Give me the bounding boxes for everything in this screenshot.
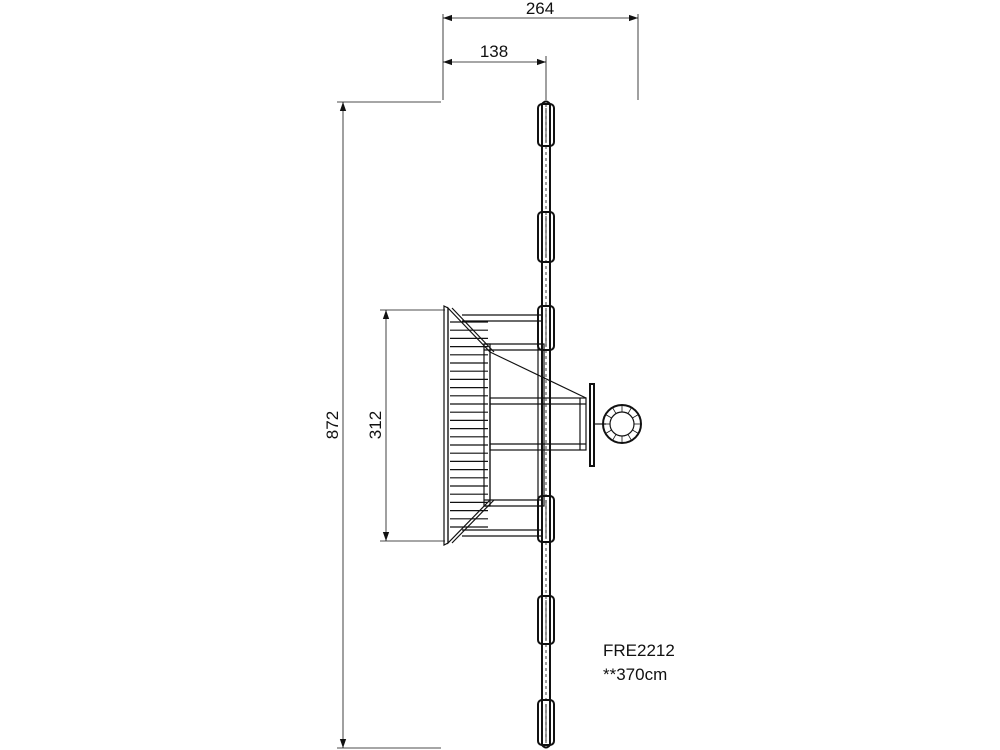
swing-beam — [537, 100, 555, 749]
dimension-264: 264 — [442, 0, 639, 100]
hoop-net — [603, 405, 641, 443]
hoop-net-strand — [612, 434, 617, 441]
swing-seat — [537, 305, 555, 351]
dimension-label-872: 872 — [323, 411, 342, 439]
hoop-net-strand — [632, 414, 639, 419]
hoop-net-strand — [627, 407, 632, 414]
hoop-net-strand — [612, 407, 617, 414]
hoop-backboard — [589, 383, 595, 467]
swing-seat — [537, 103, 555, 147]
dimension-label-312: 312 — [366, 411, 385, 439]
hoop-net-strand — [605, 429, 612, 434]
ramp-edge — [443, 305, 449, 546]
dimension-label-138: 138 — [480, 42, 508, 61]
hoop-net-strand — [627, 434, 632, 441]
hoop-rim-inner — [609, 411, 635, 437]
deck-post — [483, 343, 491, 507]
product-code: FRE2212 — [603, 641, 675, 660]
dimension-label-264: 264 — [526, 0, 554, 18]
basketball-hoop — [589, 383, 642, 467]
swing-seat — [537, 595, 555, 645]
hoop-net-strand — [632, 429, 639, 434]
dimension-138: 138 — [443, 42, 547, 100]
slatted-ramp — [443, 305, 495, 546]
hoop-net-strand — [605, 414, 612, 419]
product-note: **370cm — [603, 665, 668, 684]
deck-post — [537, 343, 545, 507]
swing-seat — [537, 495, 555, 543]
swing-seat — [537, 211, 555, 263]
swing-seat — [537, 699, 555, 746]
platform-brace — [489, 351, 587, 399]
dimension-312: 312 — [366, 309, 445, 542]
deck-structure — [443, 305, 642, 546]
dimension-872: 872 — [323, 101, 441, 749]
ramp-side — [451, 499, 495, 544]
